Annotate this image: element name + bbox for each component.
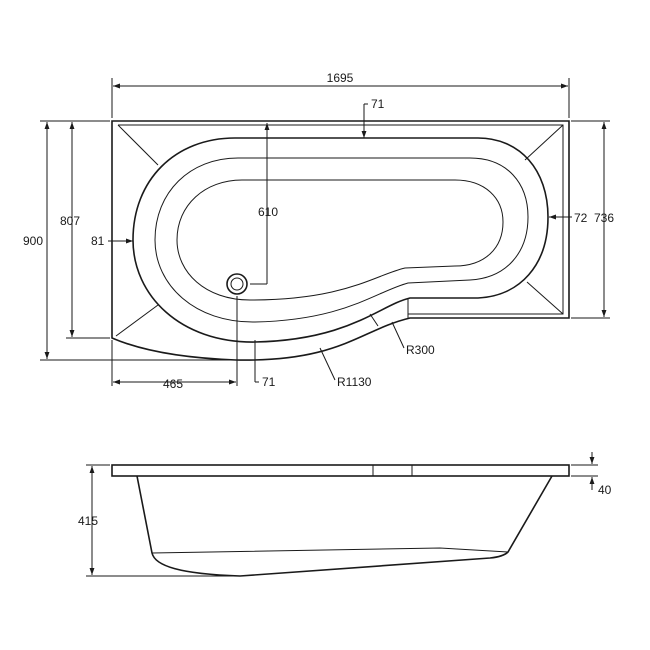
plan-view	[111, 120, 570, 361]
waste-outlet-inner	[230, 277, 244, 291]
bath-rim-inner-line	[118, 124, 564, 315]
corner-mitre-bottom-right	[526, 281, 564, 315]
bowl-outer-line	[132, 137, 549, 343]
corner-mitre-top-left	[117, 124, 159, 166]
dim-overall-length: 1695	[327, 71, 354, 85]
dim-waste-position: 465	[163, 377, 183, 391]
bath-outer-outline	[111, 120, 570, 361]
dim-rim-thickness: 40	[598, 483, 612, 497]
dim-line-front-radius	[319, 347, 336, 381]
corner-mitre-bottom-left	[115, 304, 159, 337]
dim-inner-depth: 610	[258, 205, 278, 219]
dim-bath-depth: 415	[78, 514, 98, 528]
bath-rim-profile	[111, 464, 570, 477]
bowl-inner-line	[176, 179, 504, 301]
dim-wall-top-offset: 71	[371, 97, 385, 111]
dim-left-wall-width: 81	[91, 234, 105, 248]
bath-body-profile	[136, 475, 553, 577]
waste-outlet-outer	[226, 273, 248, 295]
side-dimensions: 415 40	[78, 452, 612, 577]
bath-base-line	[151, 547, 509, 554]
dim-right-height: 736	[594, 211, 614, 225]
side-view	[111, 464, 570, 577]
dim-right-wall-width: 72	[574, 211, 588, 225]
bowl-middle-line	[154, 157, 529, 323]
corner-mitre-top-right	[524, 124, 564, 161]
plan-dimensions: 1695 71 610 900 807 81 72 736 465	[23, 71, 614, 391]
dim-overall-width: 900	[23, 234, 43, 248]
dim-front-radius: R1130	[337, 375, 372, 389]
dim-screen-radius: R300	[406, 343, 435, 357]
dim-line-screen-radius	[391, 321, 405, 349]
screen-tick-1	[369, 313, 379, 327]
dim-left-height: 807	[60, 214, 80, 228]
dim-bottom-wall-offset: 71	[262, 375, 276, 389]
